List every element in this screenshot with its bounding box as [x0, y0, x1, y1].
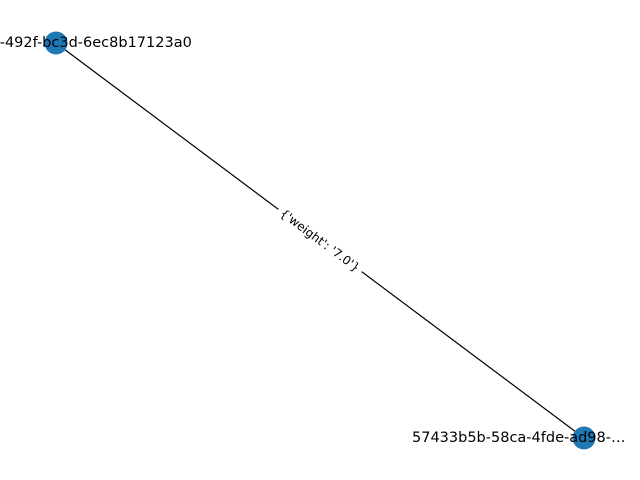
node-label: …0-492f-bc3d-6ec8b17123a0: [0, 35, 192, 51]
node-label: 57433b5b-58ca-4fde-ad98-…: [412, 430, 626, 446]
edge-label-text: {'weight': '7.0'}: [277, 206, 362, 275]
node-circle[interactable]: [44, 31, 68, 55]
edge-label-box: [272, 202, 368, 279]
edge-label: {'weight': '7.0'}: [272, 202, 368, 279]
node-circle[interactable]: [572, 426, 596, 450]
